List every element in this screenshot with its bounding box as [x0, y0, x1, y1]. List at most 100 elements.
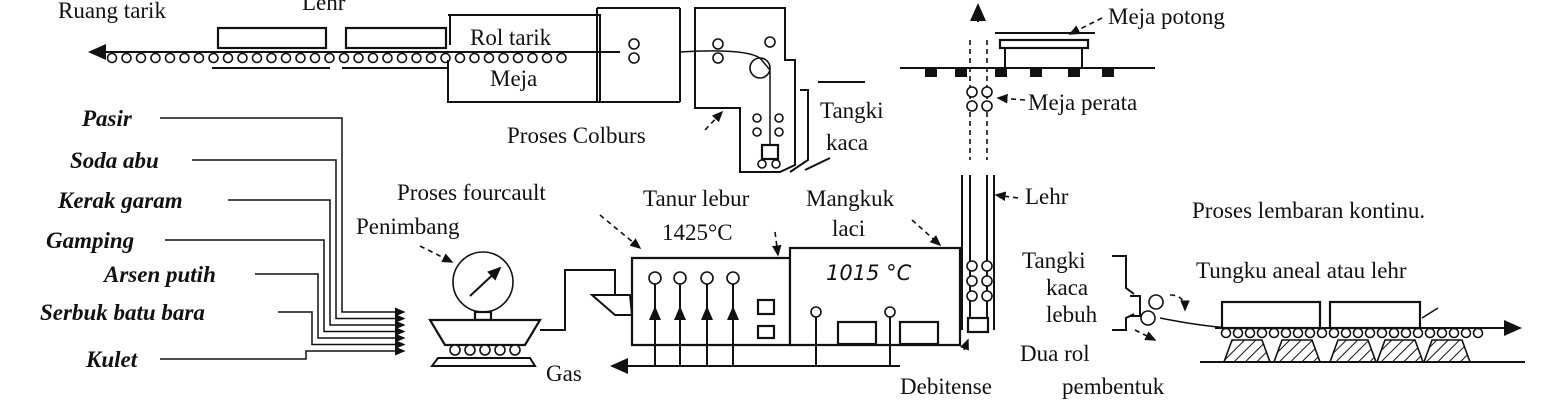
conveyor-roll	[469, 52, 480, 64]
label-tangki-lebuh-2: kaca	[1046, 275, 1088, 300]
conveyor-roll	[338, 52, 350, 64]
conveyor-roll	[483, 52, 495, 64]
colburn-bender	[679, 7, 865, 173]
label-lehr-mid: Lehr	[1025, 184, 1069, 209]
raw-material-label: Gamping	[46, 228, 134, 253]
raw-material-feeds	[160, 117, 406, 360]
label-lehr-top: Lehr	[302, 0, 346, 15]
raw-material-label: Arsen putih	[102, 262, 216, 287]
conveyor-roll	[353, 52, 364, 64]
lehr-box-2	[344, 26, 448, 50]
sheet-roll	[1244, 327, 1256, 339]
conveyor-roll	[295, 52, 306, 64]
continuous-sheet-process	[1130, 294, 1525, 363]
label-proses-colburs: Proses Colburs	[507, 123, 646, 148]
sheet-roll	[1352, 327, 1364, 339]
sheet-roll	[1232, 327, 1244, 339]
conveyor-roll	[280, 52, 292, 64]
conveyor-roll	[266, 52, 277, 64]
raw-material-feed-line	[278, 311, 406, 349]
label-debitense: Debitense	[900, 374, 992, 399]
sheet-roll	[1460, 327, 1472, 339]
label-gas: Gas	[546, 361, 582, 386]
raw-material-label: Serbuk batu bara	[40, 300, 205, 325]
label-tangki-kaca-1: Tangki	[820, 98, 884, 123]
raw-material-feed-line	[160, 346, 406, 360]
conveyor-roll	[454, 52, 466, 64]
sheet-roll	[1220, 327, 1232, 339]
lehr-box-1	[216, 26, 328, 50]
label-meja-potong: Meja potong	[1108, 4, 1225, 29]
conveyor-roll	[106, 52, 118, 64]
conveyor-roll	[527, 52, 538, 64]
conveyor-roll	[237, 52, 248, 64]
label-meja-perata: Meja perata	[1028, 90, 1137, 115]
label-tanur-lebur: Tanur lebur	[643, 186, 750, 211]
conveyor-roll	[164, 52, 176, 64]
raw-material-feed-line	[255, 273, 406, 343]
label-rol-tarik: Rol tarik	[470, 25, 552, 50]
sheet-roll	[1328, 327, 1340, 339]
conveyor-roll	[498, 52, 509, 64]
colburn-line	[88, 7, 681, 103]
sheet-roll	[1316, 327, 1328, 339]
conveyor-roll	[382, 52, 393, 64]
conveyor-roll	[541, 52, 553, 64]
sheet-roll	[1388, 327, 1400, 339]
conveyor-roll	[150, 52, 161, 64]
mangkuk-laci	[788, 219, 969, 366]
penimbang-scale	[419, 245, 616, 367]
fourcault-tower	[961, 3, 1026, 334]
sheet-roll	[1448, 327, 1460, 339]
label-tangki-lebuh-3: lebuh	[1046, 302, 1098, 327]
conveyor-roll	[208, 52, 219, 64]
raw-material-label: Kulet	[85, 347, 138, 372]
sheet-roll	[1256, 327, 1268, 339]
conveyor-roll	[425, 52, 437, 64]
sheet-roll	[1280, 327, 1292, 339]
conveyor-roll	[193, 52, 205, 64]
sheet-roll	[1400, 327, 1412, 339]
conveyor-roll	[367, 52, 379, 64]
label-ruang-tarik: Ruang tarik	[58, 0, 166, 23]
raw-material-feed-line	[160, 117, 406, 317]
top-rolls	[106, 52, 567, 64]
sheet-roll	[1340, 327, 1352, 339]
labels: Ruang tarik Lehr Rol tarik Meja Meja pot…	[58, 0, 1425, 399]
raw-material-feed-line	[165, 239, 406, 336]
conveyor-roll	[556, 52, 567, 64]
conveyor-roll	[309, 52, 321, 64]
raw-material-label: Soda abu	[70, 148, 159, 173]
label-penimbang: Penimbang	[356, 214, 460, 239]
conveyor-roll	[324, 52, 335, 64]
sheet-roll	[1364, 327, 1376, 339]
label-tangki-kaca-2: kaca	[826, 130, 868, 155]
label-tangki-lebuh-1: Tangki	[1022, 248, 1086, 273]
label-proses-lembaran: Proses lembaran kontinu.	[1192, 198, 1425, 223]
label-tanur-temp: 1425°C	[662, 220, 733, 245]
sheet-roll	[1376, 327, 1388, 339]
label-meja: Meja	[490, 66, 537, 91]
conveyor-roll	[222, 52, 234, 64]
conveyor-roll	[512, 52, 524, 64]
sheet-rolls	[1220, 327, 1484, 339]
label-mangkuk-2: laci	[832, 216, 865, 241]
label-proses-fourcault: Proses fourcault	[397, 180, 546, 205]
conveyor-roll	[179, 52, 190, 64]
sheet-roll	[1304, 327, 1316, 339]
conveyor-roll	[121, 52, 132, 64]
sheet-roll	[1268, 327, 1280, 339]
label-mangkuk-1: Mangkuk	[806, 186, 895, 211]
raw-material-label: Kerak garam	[57, 188, 183, 213]
conveyor-roll	[251, 52, 263, 64]
meja-potong-table	[900, 17, 1155, 77]
label-tungku: Tungku aneal atau lehr	[1196, 258, 1407, 283]
raw-material-feed-line	[228, 199, 406, 330]
raw-material-label: Pasir	[81, 106, 133, 131]
label-dua-rol-1: Dua rol	[1020, 341, 1090, 366]
conveyor-roll	[396, 52, 408, 64]
sheet-roll	[1472, 327, 1484, 339]
